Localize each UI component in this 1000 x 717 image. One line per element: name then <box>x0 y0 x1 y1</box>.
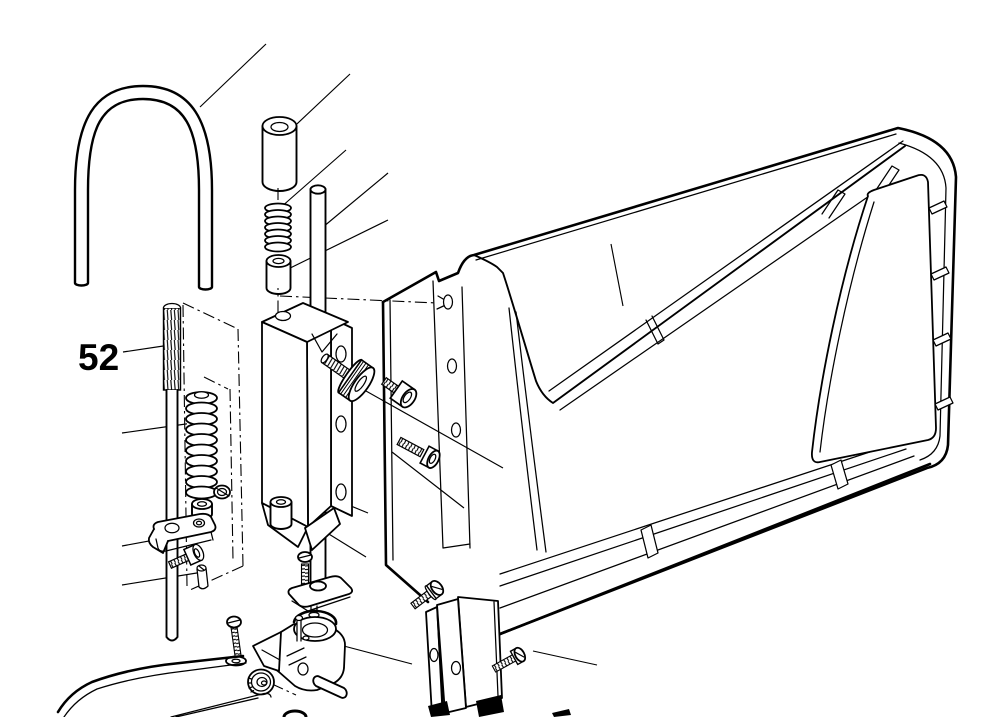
handle-rib <box>928 200 948 215</box>
base-corner <box>56 654 272 717</box>
rod-bracket <box>147 512 217 554</box>
holder-hole <box>429 647 439 663</box>
lower-bushing <box>269 496 293 530</box>
compression-spring <box>185 391 218 500</box>
rail-rib <box>640 524 659 559</box>
grip-panel <box>811 173 937 464</box>
plate-slot <box>335 415 347 433</box>
beam-gusset <box>645 315 665 345</box>
holder-hole <box>450 660 462 676</box>
block-hole <box>274 310 292 322</box>
cap-screw <box>380 376 418 409</box>
bracket-screw <box>167 543 205 569</box>
spacer-sleeve <box>265 254 292 295</box>
handle-rib <box>930 266 950 281</box>
beam-gusset <box>821 189 846 219</box>
handle-rib <box>932 332 952 347</box>
holder-screw <box>491 646 527 673</box>
roll-pin <box>196 564 209 590</box>
foot-set-screw <box>297 551 313 587</box>
leader-rod <box>316 172 389 233</box>
leader-holder-screw <box>532 650 598 666</box>
leader-52 <box>122 344 171 353</box>
u-bolt-handle <box>73 84 214 291</box>
callout-52: 52 <box>78 337 119 378</box>
nose-hole <box>446 358 458 374</box>
small-spring <box>264 202 292 253</box>
rail-rib <box>830 459 849 490</box>
handle-rib <box>934 396 954 411</box>
cam-clamp <box>252 609 346 692</box>
nose-plate <box>432 280 471 549</box>
leader-spacer <box>277 219 389 275</box>
leader-pin <box>121 571 204 586</box>
cutoff-parts <box>282 709 571 717</box>
pan-head-screw <box>410 579 445 610</box>
knurled-wheel <box>247 668 275 696</box>
block-shoe <box>304 507 341 551</box>
leader-frame <box>610 243 624 307</box>
clamp-hole <box>297 662 309 676</box>
set-screw-nut <box>396 436 441 469</box>
nose-hole <box>450 422 462 438</box>
leader-cam-clamp <box>339 644 413 665</box>
plate-slot <box>335 345 347 363</box>
bracket-hole <box>164 522 180 534</box>
leader-spring <box>279 149 347 209</box>
tiny-screw <box>213 484 231 500</box>
blade-holder <box>425 596 504 717</box>
tapping-screw <box>225 615 247 667</box>
foot-plate <box>287 575 354 619</box>
leader-lines <box>121 43 624 666</box>
pivot-bushing <box>261 116 298 192</box>
nose-hole <box>442 294 454 310</box>
leader-setscrew <box>391 451 465 509</box>
clamp-pin <box>312 675 348 699</box>
leader-handle <box>199 43 267 108</box>
plate-slot <box>335 483 347 501</box>
threaded-rod-52 <box>162 302 182 642</box>
thumb-screw <box>320 353 376 403</box>
leader-thumbscrew <box>365 390 504 469</box>
saw-frame <box>381 126 958 717</box>
